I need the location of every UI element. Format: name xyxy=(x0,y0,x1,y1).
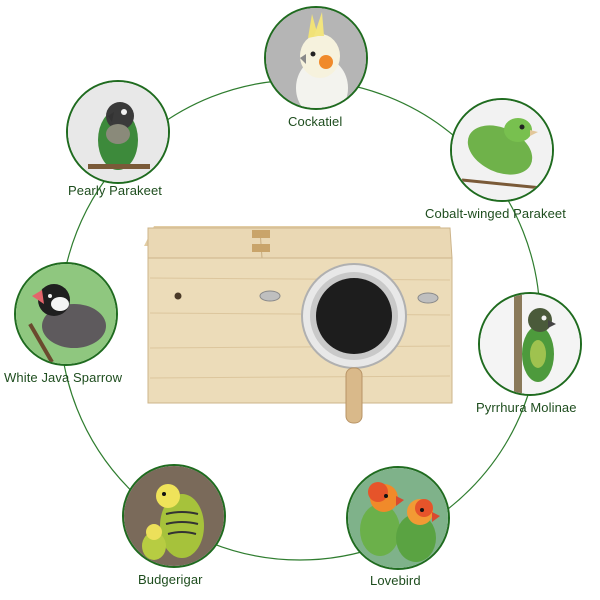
cobalt-winged-parakeet-label: Cobalt-winged Parakeet xyxy=(425,206,566,221)
budgerigar-label: Budgerigar xyxy=(138,572,203,587)
cobalt-winged-parakeet-photo xyxy=(450,98,554,202)
pearly-parakeet-label: Pearly Parakeet xyxy=(68,183,162,198)
cockatiel-photo xyxy=(264,6,368,110)
budgerigar-photo xyxy=(122,464,226,568)
white-java-sparrow-photo xyxy=(14,262,118,366)
lovebird-label: Lovebird xyxy=(370,573,421,588)
cockatiel-label: Cockatiel xyxy=(288,114,343,129)
white-java-sparrow-label: White Java Sparrow xyxy=(4,370,123,385)
pyrrhura-molinae-label: Pyrrhura Molinae xyxy=(476,400,577,415)
pyrrhura-molinae-photo xyxy=(478,292,582,396)
nest-box-image xyxy=(140,218,460,428)
pearly-parakeet-photo xyxy=(66,80,170,184)
lovebird-photo xyxy=(346,466,450,570)
